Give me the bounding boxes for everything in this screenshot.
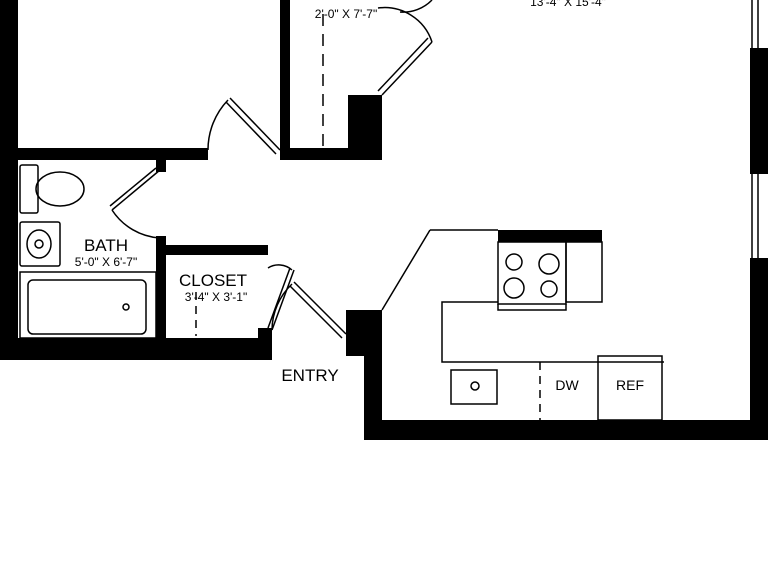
doors xyxy=(109,0,433,339)
closet-rods xyxy=(195,14,541,420)
refrigerator-label: REF xyxy=(616,377,644,393)
entry-label: ENTRY xyxy=(281,366,338,385)
kitchen-angled-edge xyxy=(381,229,431,311)
bath-name: BATH xyxy=(84,236,128,255)
wall-upper-room-right xyxy=(280,0,290,160)
kitchen xyxy=(381,229,664,421)
burner-1 xyxy=(505,253,523,271)
top-closet-dim: 2'-0" X 7'-7" xyxy=(315,7,377,21)
wall-right-exterior-2 xyxy=(750,258,768,440)
closet-name: CLOSET xyxy=(179,271,247,290)
door-top-closet-swing xyxy=(377,6,433,43)
sink-drain xyxy=(34,239,44,249)
burner-2 xyxy=(538,253,560,275)
door-upper-room-leaf xyxy=(229,97,281,151)
dishwasher-label: DW xyxy=(555,377,579,393)
wall-bath-closet-bottom xyxy=(0,338,272,360)
door-upper-room-swing xyxy=(207,99,229,151)
range-counter xyxy=(565,241,603,303)
bath-dim: 5'-0" X 6'-7" xyxy=(75,255,137,269)
wall-closet-jamb xyxy=(258,328,272,360)
wall-top-closet-jamb xyxy=(348,95,382,160)
door-entry-swing xyxy=(271,283,293,331)
bathtub-drain xyxy=(122,303,130,311)
labels: 2'-0" X 7'-7" 13'-4" X 15'-4" BATH 5'-0"… xyxy=(75,0,644,393)
sink-bowl xyxy=(26,229,52,259)
burner-4 xyxy=(540,280,558,298)
bathtub-outer xyxy=(19,271,157,339)
wall-entry-jamb xyxy=(346,310,382,356)
kitchen-sink xyxy=(450,369,498,405)
door-closet-leaf-b xyxy=(271,269,295,331)
wall-right-exterior-1 xyxy=(750,48,768,174)
door-entry-leaf-2 xyxy=(289,285,343,339)
vanity xyxy=(19,221,61,267)
door-bath-leaf xyxy=(111,169,161,211)
wall-upper-room-bottom-left xyxy=(0,148,208,160)
kitchen-sink-drain xyxy=(470,381,480,391)
stove xyxy=(497,241,567,305)
toilet-tank xyxy=(19,164,39,214)
door-bath-leaf-2 xyxy=(109,167,157,207)
counter-island xyxy=(441,301,664,363)
door-top-closet-swing-2 xyxy=(399,0,433,13)
wall-left-exterior xyxy=(0,0,18,360)
door-top-closet-leaf-2 xyxy=(377,37,429,92)
wall-closet-top xyxy=(156,245,268,255)
toilet-bowl xyxy=(35,171,85,207)
door-closet-leaf-a xyxy=(267,267,291,329)
door-bath-swing xyxy=(111,209,161,239)
bath-fixtures xyxy=(19,164,157,339)
burner-3 xyxy=(503,277,525,299)
refrigerator xyxy=(597,355,663,421)
stove-front xyxy=(497,304,567,311)
door-top-closet-leaf xyxy=(381,41,433,96)
wall-bath-stub xyxy=(156,160,166,172)
wall-bottom-exterior xyxy=(364,420,768,440)
door-entry-leaf xyxy=(293,281,347,335)
range-hood xyxy=(498,230,602,242)
wall-bath-right xyxy=(156,236,166,360)
wall-kitchen-left xyxy=(364,356,382,440)
living-dim: 13'-4" X 15'-4" xyxy=(530,0,606,9)
door-closet-swing xyxy=(267,264,293,271)
door-upper-room-leaf-2 xyxy=(225,101,277,155)
closet-dim: 3'-4" X 3'-1" xyxy=(185,290,247,304)
walls xyxy=(0,0,768,440)
bathtub-inner xyxy=(27,279,147,335)
